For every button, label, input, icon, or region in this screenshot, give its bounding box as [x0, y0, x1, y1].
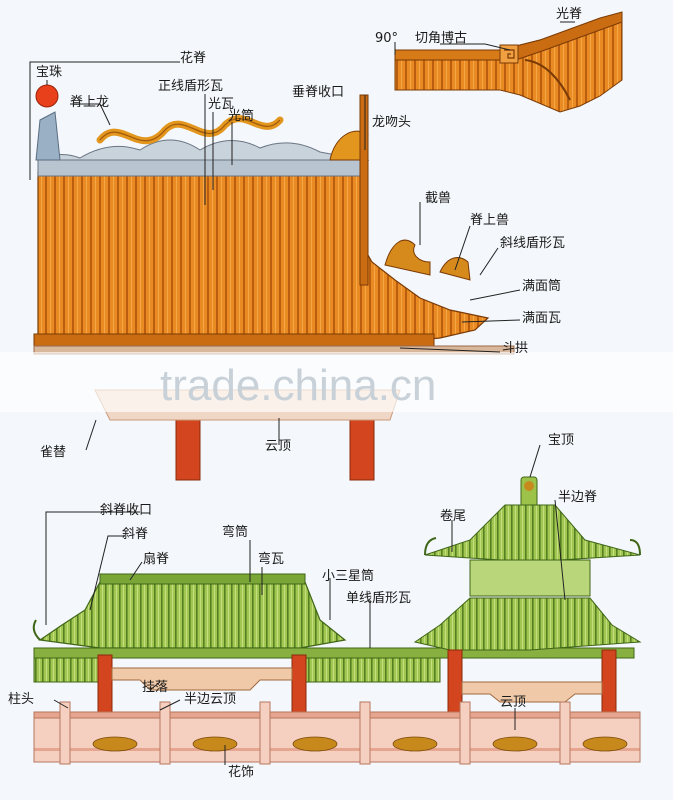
label-xie-ji: 斜脊 — [122, 527, 149, 542]
pillar — [97, 654, 113, 718]
label-shan-ji: 扇脊 — [143, 552, 170, 567]
pearl-ornament — [35, 84, 59, 108]
orange-roof — [33, 84, 515, 481]
label-que-ti: 雀替 — [40, 445, 67, 460]
label-ji-shang-long: 脊上龙 — [70, 95, 110, 110]
balustrade — [33, 701, 641, 765]
watermark-band — [0, 352, 673, 412]
label-hua-shi: 花饰 — [228, 765, 255, 780]
label-xie-xian-dun-xing-wa: 斜线盾形瓦 — [500, 236, 566, 251]
label-jie-shou: 截兽 — [425, 191, 452, 206]
label-angle-90: 90° — [375, 31, 399, 46]
green-pavilion-right — [413, 476, 642, 723]
green-pavilion-left — [32, 573, 635, 718]
label-long-wen-tou: 龙吻头 — [372, 115, 412, 130]
leader-lines — [29, 21, 575, 765]
label-guang-ji: 光脊 — [556, 7, 583, 22]
label-guang-tong: 光筒 — [228, 109, 255, 124]
label-gua-luo: 挂落 — [142, 680, 169, 695]
label-ji-shang-shou: 脊上兽 — [470, 213, 510, 228]
label-juan-wei: 卷尾 — [440, 509, 467, 524]
label-guang-wa: 光瓦 — [208, 97, 235, 112]
watermark-text: trade.china.cn — [160, 361, 436, 410]
label-wan-wa: 弯瓦 — [258, 552, 285, 567]
label-dan-xian-dun-xing-wa: 单线盾形瓦 — [346, 591, 412, 606]
label-zheng-xian-dun-xing-wa: 正线盾形瓦 — [158, 79, 224, 94]
label-man-mian-tong: 满面筒 — [522, 279, 562, 294]
label-yun-ding-bottom: 云顶 — [500, 695, 527, 710]
guang-ji-detail — [394, 11, 623, 113]
label-xiao-san-xing-tong: 小三星筒 — [322, 569, 375, 584]
label-bao-ding: 宝顶 — [548, 433, 575, 448]
pillar — [291, 654, 307, 718]
label-dou-gong: 斗拱 — [502, 341, 529, 356]
label-yun-ding-top: 云顶 — [265, 439, 292, 454]
label-ban-bian-yun-ding: 半边云顶 — [184, 692, 237, 707]
label-xie-ji-shou-kou: 斜脊收口 — [100, 503, 153, 518]
label-zhu-tou: 柱头 — [8, 692, 35, 707]
label-man-mian-wa: 满面瓦 — [522, 311, 562, 326]
label-qie-jiao-bo-gu: 切角博古 — [415, 31, 468, 46]
label-hua-ji: 花脊 — [180, 51, 207, 66]
label-wan-tong: 弯筒 — [222, 525, 249, 540]
label-bao-zhu: 宝珠 — [36, 65, 63, 80]
label-chui-ji-shou-kou: 垂脊收口 — [292, 85, 345, 100]
pillar — [601, 649, 617, 723]
label-ban-bian-ji: 半边脊 — [558, 490, 598, 505]
